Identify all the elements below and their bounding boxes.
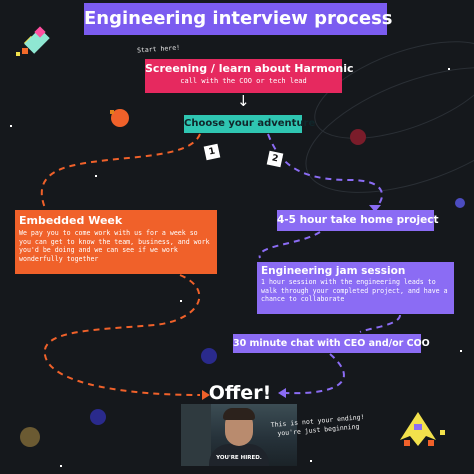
rocket-icon	[16, 26, 50, 56]
route-1-arrowhead	[202, 390, 210, 400]
step-jam-session-title: Engineering jam session	[261, 265, 406, 277]
pixel-planet-blue-1	[201, 348, 217, 364]
route-2-arrowhead-2	[278, 388, 286, 398]
offer-title: Offer!	[208, 382, 272, 404]
hired-photo: YOU'RE HIRED.	[181, 404, 297, 466]
step-jam-session: Engineering jam session 1 hour session w…	[257, 262, 454, 314]
route-2-path-b	[258, 231, 321, 259]
photo-person-body	[209, 444, 269, 466]
route-2-tag: 2	[266, 150, 284, 168]
pixel-planet-olive	[20, 427, 40, 447]
route-1-path-continued	[43, 274, 201, 396]
pixel-planet-maroon	[350, 129, 366, 145]
step-embedded-week: Embedded Week We pay you to come work wi…	[15, 210, 217, 274]
step-screening-title: Screening / learn about Harmonic	[145, 62, 354, 75]
step-embedded-week-title: Embedded Week	[19, 214, 123, 227]
down-arrow-icon: ↓	[237, 92, 250, 110]
route-2-arrowhead-1	[369, 205, 381, 212]
pixel-planet-blue-2	[90, 409, 106, 425]
route-1-path	[40, 133, 201, 209]
step-ceo-chat: 30 minute chat with CEO and/or COO	[233, 334, 430, 353]
route-2-path	[267, 133, 383, 209]
orbit-rings	[305, 41, 474, 193]
pixel-planet-small-blue	[455, 198, 465, 208]
step-screening: Screening / learn about Harmonic call wi…	[145, 59, 354, 93]
photo-caption: YOU'RE HIRED.	[216, 455, 262, 461]
route-1-tag: 1	[203, 143, 221, 161]
photo-background-shelf	[181, 404, 211, 466]
pixel-planet-orange	[110, 109, 129, 127]
step-embedded-week-desc: We pay you to come work with us for a we…	[19, 229, 210, 263]
step-jam-session-desc: 1 hour session with the engineering lead…	[261, 278, 448, 304]
photo-person-hair	[223, 408, 255, 420]
route-2-path-d	[284, 353, 345, 395]
page-title: Engineering interview process	[84, 3, 393, 35]
step-choose-adventure: Choose your adventure	[184, 115, 315, 133]
spaceship-icon	[400, 412, 445, 446]
route-2-path-c	[359, 314, 401, 333]
step-take-home-project: 4-5 hour take home project	[277, 210, 438, 231]
step-screening-subtitle: call with the COO or tech lead	[180, 77, 307, 85]
